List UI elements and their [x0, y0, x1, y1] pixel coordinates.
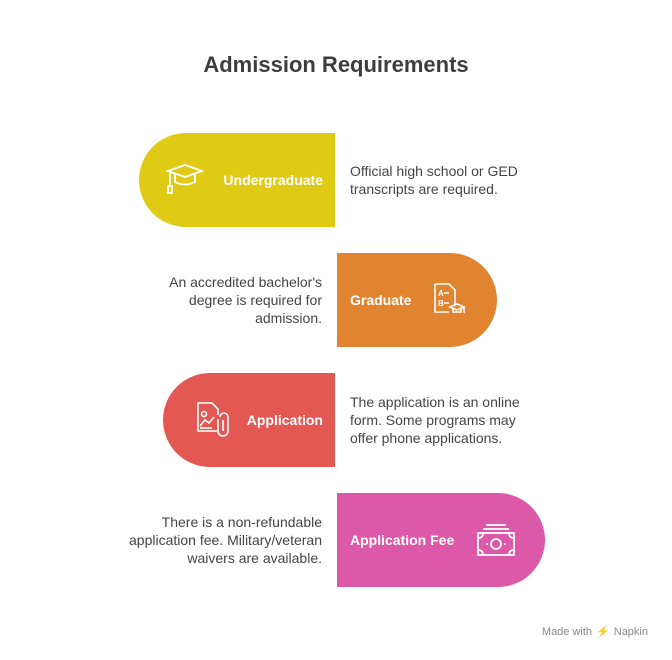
pill-label: Application: [246, 412, 323, 428]
made-with-napkin-badge[interactable]: Made with ⚡ Napkin: [541, 625, 648, 639]
application-fee-description: There is a non-refundable application fe…: [129, 514, 322, 566]
napkin-logo-icon: ⚡: [596, 626, 610, 638]
diagram-title: Admission Requirements: [203, 52, 469, 77]
pill-label: Undergraduate: [223, 172, 323, 188]
svg-text:A: A: [438, 289, 444, 298]
undergraduate-pill: Undergraduate: [139, 133, 335, 227]
footer-prefix: Made with: [541, 625, 593, 638]
application-description: The application is an online form. Some …: [350, 394, 520, 446]
document-attachment-icon: [193, 400, 233, 440]
money-bill-icon: [476, 520, 516, 560]
undergraduate-description: Official high school or GED transcripts …: [350, 163, 518, 197]
application-fee-pill: Application Fee: [337, 493, 545, 587]
application-pill: Application: [163, 373, 335, 467]
svg-text:B: B: [438, 299, 444, 308]
graduation-cap-icon: [165, 160, 205, 200]
pill-label: Graduate: [350, 292, 412, 308]
graduate-description: An accredited bachelor's degree is requi…: [169, 274, 322, 326]
footer-brand: Napkin: [613, 625, 648, 638]
pill-label: Application Fee: [350, 532, 455, 548]
